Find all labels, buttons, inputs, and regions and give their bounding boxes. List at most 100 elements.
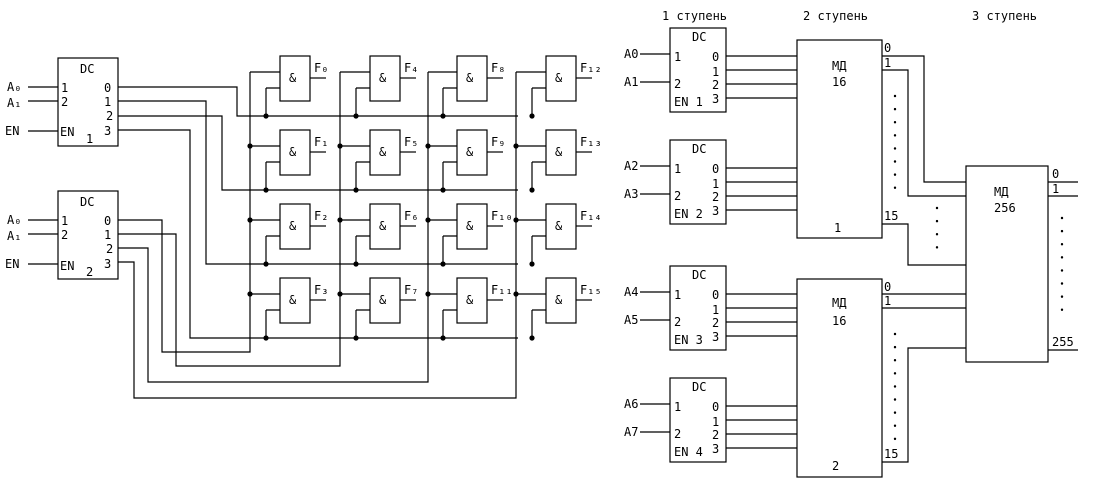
md16-number: 1 xyxy=(834,221,841,235)
gate-output-label: F₀ xyxy=(314,61,328,75)
gate-symbol: & xyxy=(379,71,387,85)
junction-dot xyxy=(353,187,359,193)
md256-output-1: 1 xyxy=(1052,182,1059,196)
input-label: A0 xyxy=(624,47,638,61)
junction-dot xyxy=(513,291,519,297)
stage-3-label: 3 ступень xyxy=(972,9,1037,23)
input-label: A1 xyxy=(624,75,638,89)
gate-input-wires xyxy=(340,219,370,264)
input-label: A2 xyxy=(624,159,638,173)
decoder-output-3: 3 xyxy=(712,330,719,344)
gate-output-label: F₅ xyxy=(404,135,418,149)
junction-dot xyxy=(440,187,446,193)
md16-output-wires xyxy=(882,55,966,266)
junction-dot xyxy=(353,261,359,267)
input-label: A3 xyxy=(624,187,638,201)
and-gate: &F₁₀ xyxy=(425,203,513,267)
gate-output-label: F₁₅ xyxy=(580,283,602,297)
decoder-enable-pin: EN xyxy=(60,125,74,139)
decoder-block xyxy=(669,265,727,351)
junction-dot xyxy=(529,113,535,119)
decoder-output-2: 2 xyxy=(106,242,113,256)
md16-output-1: 1 xyxy=(884,294,891,308)
decoder-input-pin-2: 2 xyxy=(61,228,68,242)
md16-title: МД xyxy=(832,296,847,310)
gate-input-wires xyxy=(428,219,457,264)
decoder-output-0: 0 xyxy=(712,162,719,176)
gate-matrix: &F₀&F₁&F₂&F₃&F₄&F₅&F₆&F₇&F₈&F₉&F₁₀&F₁₁&F… xyxy=(247,55,602,341)
decoder-output-1: 1 xyxy=(712,415,719,429)
decoder-output-0: 0 xyxy=(104,214,111,228)
and-gate: &F₆ xyxy=(337,203,418,267)
gate-symbol: & xyxy=(379,145,387,159)
decoder-input-pin-2: 2 xyxy=(674,77,681,91)
gate-output-label: F₁ xyxy=(314,135,328,149)
junction-dot xyxy=(263,261,269,267)
junction-dot xyxy=(425,291,431,297)
decoder-title: DC xyxy=(692,142,706,156)
md16-top: МД 16 1 0 1 15 xyxy=(796,39,966,266)
decoder-enable-label: EN 3 xyxy=(674,333,703,347)
gate-symbol: & xyxy=(289,145,297,159)
stage-2-label: 2 ступень xyxy=(803,9,868,23)
gate-symbol: & xyxy=(466,145,474,159)
decoder-output-3: 3 xyxy=(104,124,111,138)
gate-input-wires xyxy=(516,71,546,116)
input-label: A4 xyxy=(624,285,638,299)
gate-output-label: F₁₀ xyxy=(491,209,513,223)
gate-input-wires xyxy=(516,293,546,338)
and-gate: &F₁₃ xyxy=(513,129,602,193)
decoder-block xyxy=(57,190,119,280)
gate-input-wires xyxy=(250,71,280,116)
decoder-output-1: 1 xyxy=(712,65,719,79)
decoder-wires xyxy=(640,53,797,99)
and-gate: &F₁₅ xyxy=(513,277,602,341)
gate-output-label: F₁₂ xyxy=(580,61,602,75)
junction-dot xyxy=(529,335,535,341)
decoder-wires xyxy=(640,165,797,211)
decoder-output-3: 3 xyxy=(712,204,719,218)
gate-output-label: F₂ xyxy=(314,209,328,223)
gate-body xyxy=(369,129,401,176)
gate-body xyxy=(369,277,401,324)
gate-input-wires xyxy=(250,145,280,190)
decoder-title: DC xyxy=(692,380,706,394)
md256-title: МД xyxy=(994,185,1009,199)
decoder-number: 1 xyxy=(86,132,93,146)
and-gate: &F₁₁ xyxy=(425,277,513,341)
gate-symbol: & xyxy=(466,293,474,307)
gate-output-label: F₄ xyxy=(404,61,418,75)
gate-input-wires xyxy=(340,71,370,116)
junction-dot xyxy=(247,143,253,149)
md256-output-wires xyxy=(1048,181,1078,351)
gate-symbol: & xyxy=(289,293,297,307)
left-decoder-bottom: DC 1 2 EN 2 0 1 2 3 A₀ A₁ EN xyxy=(5,190,119,280)
gate-body xyxy=(456,129,488,176)
and-gate: &F₈ xyxy=(428,55,505,119)
gate-symbol: & xyxy=(379,293,387,307)
decoder-enable-label: EN 4 xyxy=(674,445,703,459)
junction-dot xyxy=(529,261,535,267)
md16-number: 2 xyxy=(832,459,839,473)
decoder-block xyxy=(57,57,119,147)
gate-symbol: & xyxy=(555,145,563,159)
and-gate: & F₁ xyxy=(247,129,328,193)
decoder-block xyxy=(669,377,727,463)
input-label: A7 xyxy=(624,425,638,439)
decoder-input-pin-2: 2 xyxy=(674,427,681,441)
junction-dot xyxy=(440,113,446,119)
decoder-output-3: 3 xyxy=(712,442,719,456)
junction-dot xyxy=(247,291,253,297)
decoder-wires xyxy=(640,403,797,449)
gate-body xyxy=(545,203,577,250)
md256-output-0: 0 xyxy=(1052,167,1059,181)
input-label: A6 xyxy=(624,397,638,411)
junction-dot xyxy=(263,187,269,193)
gate-symbol: & xyxy=(289,219,297,233)
